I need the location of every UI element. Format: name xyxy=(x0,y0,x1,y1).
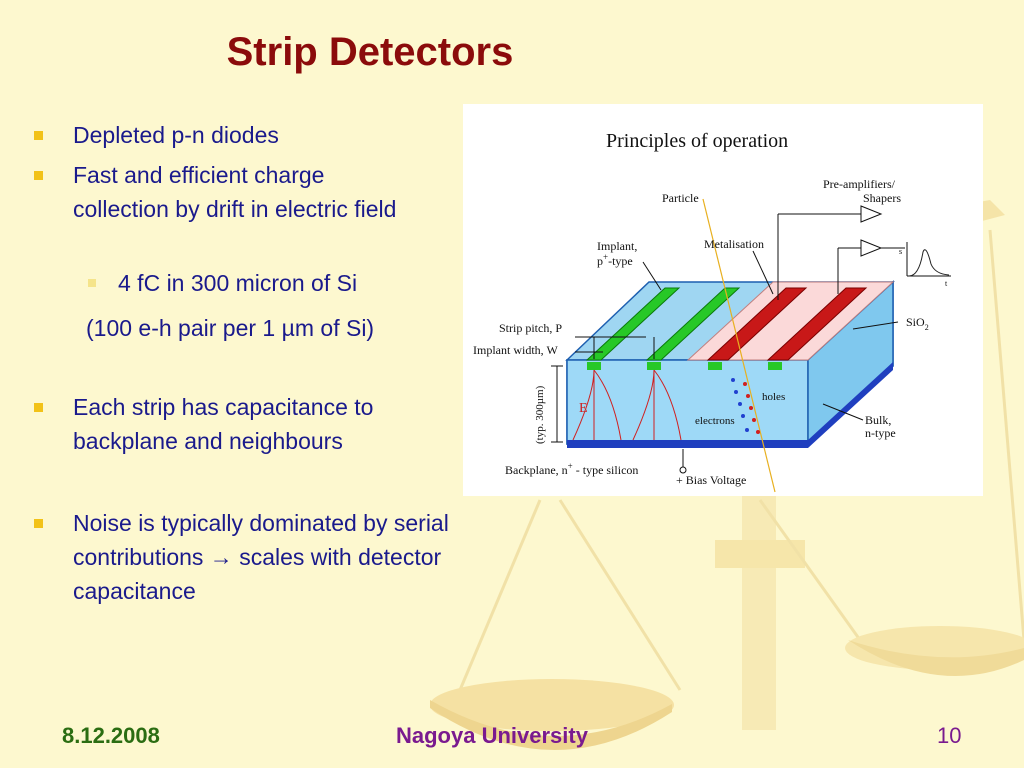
holes-label: holes xyxy=(762,391,785,403)
particle-track xyxy=(702,198,776,493)
note-text: (100 e-h pair per 1 µm of Si) xyxy=(86,315,375,341)
strip-detector-diagram: Principles of operation E xyxy=(463,104,983,496)
particle-label: Particle xyxy=(662,191,699,205)
bullet-text: Each strip has capacitance to backplane … xyxy=(73,394,374,454)
implant-strip xyxy=(585,287,681,361)
backplane-label: Backplane, n+ - type silicon xyxy=(505,461,638,477)
sio2-label: SiO2 xyxy=(906,315,929,332)
sub-bullet-text: 4 fC in 300 micron of Si xyxy=(118,270,358,296)
implant-cross-section xyxy=(647,362,661,370)
bullet-marker xyxy=(34,171,43,180)
pulse-s-label: s xyxy=(899,247,902,256)
bulk-label: Bulk, xyxy=(865,413,891,427)
pulse-t-label: t xyxy=(945,279,948,288)
bullet-marker xyxy=(34,403,43,412)
electrons-label: electrons xyxy=(695,415,735,427)
bulk-type-label: n-type xyxy=(865,426,896,440)
bullet-marker xyxy=(88,279,96,287)
footer-date: 8.12.2008 xyxy=(62,723,160,748)
bullet-text: Noise is typically dominated by serial c… xyxy=(73,510,449,604)
implant-cross-section xyxy=(708,362,722,370)
holes-dots xyxy=(743,382,760,434)
implant-cross-section xyxy=(587,362,601,370)
bullet-text: Fast and efficient charge collection by … xyxy=(73,162,397,222)
implant-cross-section xyxy=(768,362,782,370)
shapers-label: Shapers xyxy=(863,191,901,205)
implant-width-label: Implant width, W xyxy=(473,343,558,357)
metal-strip xyxy=(706,287,808,361)
field-label: E xyxy=(579,401,588,416)
implant-label: Implant, xyxy=(597,239,637,253)
bias-label: + Bias Voltage xyxy=(676,473,746,487)
page-number: 10 xyxy=(937,723,962,748)
strip-pitch-label: Strip pitch, P xyxy=(499,321,562,335)
preamps-label: Pre-amplifiers/ xyxy=(823,177,896,191)
bullet-text: Depleted p-n diodes xyxy=(73,122,279,148)
thickness-label: (typ. 300µm) xyxy=(534,385,546,444)
metalisation-label: Metalisation xyxy=(704,237,764,251)
electrons-dots xyxy=(731,378,749,432)
pulse-shape-plot xyxy=(906,242,951,277)
bullet-marker xyxy=(34,519,43,528)
figure-title: Principles of operation xyxy=(606,130,788,152)
footer-institution: Nagoya University xyxy=(396,723,588,748)
implant-strip xyxy=(645,287,741,361)
implant-type-label: p+-type xyxy=(597,252,633,268)
metal-strip xyxy=(766,287,868,361)
slide-title: Strip Detectors xyxy=(226,30,514,74)
bullet-marker xyxy=(34,131,43,140)
